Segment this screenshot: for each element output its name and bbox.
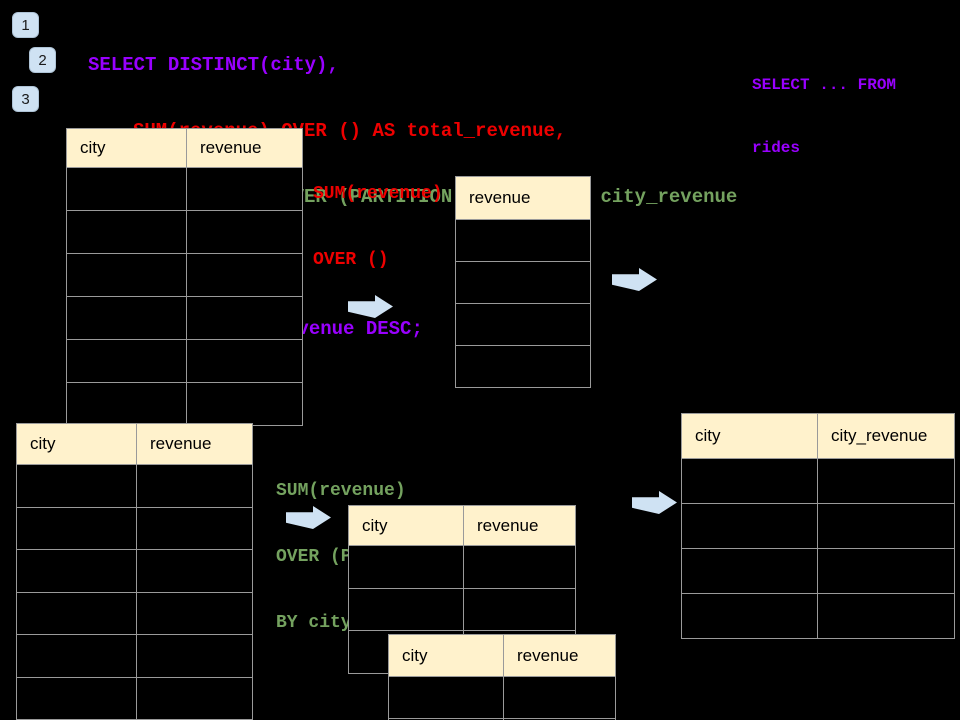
select-from-note: SELECT ... FROM rides [752,33,896,201]
table-cell-empty [186,254,302,296]
table-cell-empty [817,594,954,638]
column-header-revenue: revenue [136,424,252,464]
table-cell-empty [817,549,954,593]
column-header-revenue: revenue [463,506,575,545]
table-cell-empty [136,635,252,677]
table-cell-empty [456,262,590,303]
table-row-empty [682,593,954,638]
table-row-empty [17,549,252,592]
table-row-empty [682,548,954,593]
table-cell-empty [186,211,302,253]
table-cell-empty [136,592,252,634]
table-row-empty [67,382,302,425]
column-header-city: city [30,434,56,453]
table-row-empty [456,261,590,303]
table-row-empty [682,503,954,548]
table-row-empty [456,303,590,345]
table-city-revenue-result: city city_revenue [681,413,955,639]
table-cell-empty [817,459,954,503]
column-header-city: city [362,515,388,535]
table-cell-empty [17,635,136,677]
table-source-bottom: city revenue [16,423,253,720]
over-total-line2: OVER () [313,250,389,270]
table-cell-empty [67,297,186,339]
over-total-line1: SUM(revenue) [313,184,443,204]
table-header-row: city revenue [389,635,615,676]
table-cell-empty [186,340,302,382]
table-cell-empty [136,550,252,592]
table-cell-empty [349,546,463,588]
sql-line-select: SELECT DISTINCT(city), [88,54,339,76]
table-cell-empty [17,550,136,592]
table-row-empty [67,167,302,210]
table-cell-empty [186,168,302,210]
table-row-empty [456,219,590,261]
table-cell-empty [463,546,575,588]
step-badge-2: 2 [29,47,56,73]
table-header-row: revenue [456,177,590,219]
table-row-empty [389,676,615,718]
table-cell-empty [17,678,136,720]
table-cell-empty [136,465,252,507]
table-cell-empty [186,383,302,425]
table-row-empty [17,634,252,677]
column-header-revenue: revenue [186,129,302,167]
table-cell-empty [136,677,252,719]
table-row-empty [67,296,302,339]
table-cell-empty [186,297,302,339]
step-badge-3: 3 [12,86,39,112]
table-row-empty [67,253,302,296]
table-cell-empty [17,508,136,550]
column-header-city: city [402,645,428,665]
table-row-empty [349,587,575,631]
table-cell-empty [67,254,186,296]
table-cell-empty [503,677,615,718]
table-cell-empty [17,465,136,507]
over-partition-line1: SUM(revenue) [276,481,406,501]
table-row-empty [67,339,302,382]
table-cell-empty [67,383,186,425]
table-cell-empty [682,549,817,593]
table-header-row: city revenue [67,129,302,167]
flow-arrow-right-icon [632,491,677,514]
table-cell-empty [136,507,252,549]
select-from-note-line1: SELECT ... FROM [752,76,897,94]
table-header-row: city revenue [17,424,252,464]
table-cell-empty [456,220,590,261]
table-row-empty [17,591,252,635]
table-partition-overlay: city revenue [388,634,616,720]
table-cell-empty [349,589,463,631]
table-cell-empty [456,346,590,387]
table-source-top: city revenue [66,128,303,426]
table-cell-empty [389,677,503,718]
table-header-row: city revenue [349,506,575,545]
table-cell-empty [682,594,817,638]
table-row-empty [67,210,302,253]
table-cell-empty [463,588,575,631]
table-cell-empty [682,504,817,548]
table-cell-empty [682,459,817,503]
table-cell-empty [67,211,186,253]
over-total-annotation: SUM(revenue) OVER () [313,139,443,315]
column-header-revenue: revenue [503,635,615,676]
column-header-city: city [695,426,721,445]
table-row-empty [17,506,252,550]
table-cell-empty [817,504,954,548]
table-cell-empty [67,168,186,210]
table-row-empty [456,345,590,387]
table-row-empty [349,545,575,588]
column-header-revenue: revenue [469,188,531,207]
table-row-empty [17,464,252,507]
column-header-city-revenue: city_revenue [817,414,954,458]
table-row-empty [682,458,954,503]
table-total-result: revenue [455,176,591,388]
table-cell-empty [456,304,590,345]
table-row-empty [17,676,252,720]
select-from-note-line2: rides [752,139,801,157]
step-badge-1: 1 [12,12,39,38]
table-header-row: city city_revenue [682,414,954,458]
column-header-city: city [80,138,106,157]
table-cell-empty [17,593,136,635]
table-cell-empty [67,340,186,382]
